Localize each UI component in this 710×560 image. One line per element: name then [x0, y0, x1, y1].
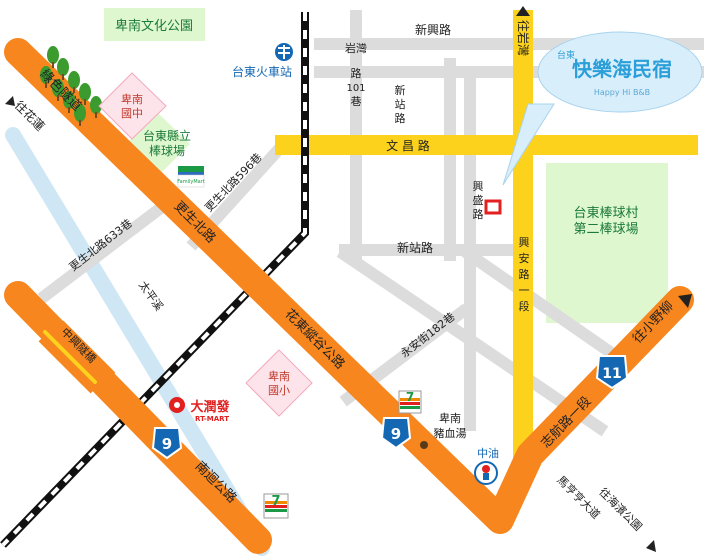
- arrow-hualien-icon: [5, 96, 15, 106]
- elementary-label-2: 國小: [268, 384, 290, 397]
- road-xinzhan-v-1: 新: [395, 83, 406, 97]
- road-yanwan-4: 巷: [351, 95, 362, 108]
- highway-9-badge-west: 9: [151, 427, 183, 460]
- taiping-river: [5, 127, 270, 556]
- rtmart-en-label: RT-MART: [195, 415, 229, 423]
- rtmart-icon: [169, 397, 185, 413]
- seven-eleven-icon: 7: [398, 390, 422, 414]
- direction-yanwan: 往岩灣: [516, 20, 531, 56]
- gas-station-icon: [474, 461, 498, 485]
- school-beinan-junior: [98, 72, 167, 140]
- zhongyou-label: 中油: [477, 446, 499, 460]
- road-yanwan-2: 路: [351, 67, 362, 80]
- river-taiping: 太平溪: [136, 279, 166, 313]
- junior-high-label-2: 國中: [121, 107, 143, 120]
- road-xinzhan-h: 新站路: [397, 240, 433, 255]
- school-beinan-elementary: [245, 349, 313, 417]
- familymart-label: FamilyMart: [177, 179, 205, 185]
- road-xingan-3: 路: [519, 268, 530, 281]
- county-baseball-label-1: 台東縣立: [143, 128, 191, 143]
- road-wenchang: 文 昌 路: [386, 138, 430, 153]
- arrow-yanwan-icon: [516, 6, 530, 16]
- callout-tail: [502, 103, 555, 186]
- railway-ties: [1, 12, 307, 547]
- direction-hualien: 往花蓮: [12, 98, 48, 134]
- zhongxing-overpass: [38, 320, 116, 394]
- road-xingsheng-3: 路: [473, 208, 484, 221]
- brand-prefix: 台東: [557, 49, 575, 61]
- park-north-label: 卑南文化公園: [115, 18, 193, 34]
- rtmart-label: 大潤發: [190, 399, 229, 415]
- county-baseball-label-2: 棒球場: [149, 144, 185, 158]
- direction-haibin: 往海濱公園: [596, 485, 645, 534]
- road-xingan-2: 安: [519, 251, 530, 265]
- road-yanwan-3: 101: [346, 83, 365, 94]
- road-yanwan-1: 岩灣: [345, 41, 367, 55]
- road-xingsheng-2: 盛: [473, 193, 484, 207]
- road-mati: 馬亨亨大道: [554, 473, 603, 522]
- road-xinxing: 新興路: [415, 22, 451, 37]
- road-xingan-4: 一: [519, 284, 530, 297]
- road-xinzhan-v-3: 路: [395, 112, 406, 125]
- arrow-xiaoyeliu-icon: [678, 294, 692, 308]
- callout-bubble: [537, 31, 703, 113]
- junior-high-label-1: 卑南: [121, 92, 143, 106]
- station-label: 台東火車站: [232, 64, 292, 79]
- bnb-marker: [484, 199, 502, 215]
- park-beinan-culture: [104, 8, 205, 41]
- brand-name: 快樂海民宿: [572, 57, 672, 81]
- train-station-icon: [275, 43, 293, 61]
- highway-11-badge: 11: [595, 355, 629, 390]
- highway-9-number-west: 9: [162, 435, 172, 453]
- highway-9-badge-east: 9: [380, 417, 412, 450]
- blood-soup-label-1: 卑南: [439, 411, 461, 425]
- road-xinzhan-v-2: 站: [395, 97, 406, 111]
- blood-soup-label-2: 豬血湯: [434, 426, 467, 440]
- baseball-village-label-2: 第二棒球場: [573, 222, 638, 237]
- familymart-icon: [177, 166, 205, 188]
- svg-text:7: 7: [271, 494, 280, 509]
- arrow-haibin-icon: [646, 540, 656, 552]
- highway-9-number-east: 9: [391, 425, 401, 443]
- seven-eleven-icon-south: 7: [263, 493, 289, 519]
- svg-text:7: 7: [406, 390, 414, 404]
- elementary-label-1: 卑南: [268, 369, 290, 383]
- baseball-village-label-1: 台東棒球村: [573, 205, 638, 221]
- trees: [40, 46, 102, 126]
- road-xingan-5: 段: [519, 299, 530, 313]
- blood-soup-marker: [420, 441, 428, 449]
- park-baseball-village: [546, 163, 668, 323]
- highway-11-number: 11: [602, 366, 621, 382]
- road-xingan-1: 興: [519, 236, 530, 249]
- road-xingsheng-1: 興: [473, 180, 484, 193]
- brand-sub: Happy Hi B&B: [594, 88, 650, 97]
